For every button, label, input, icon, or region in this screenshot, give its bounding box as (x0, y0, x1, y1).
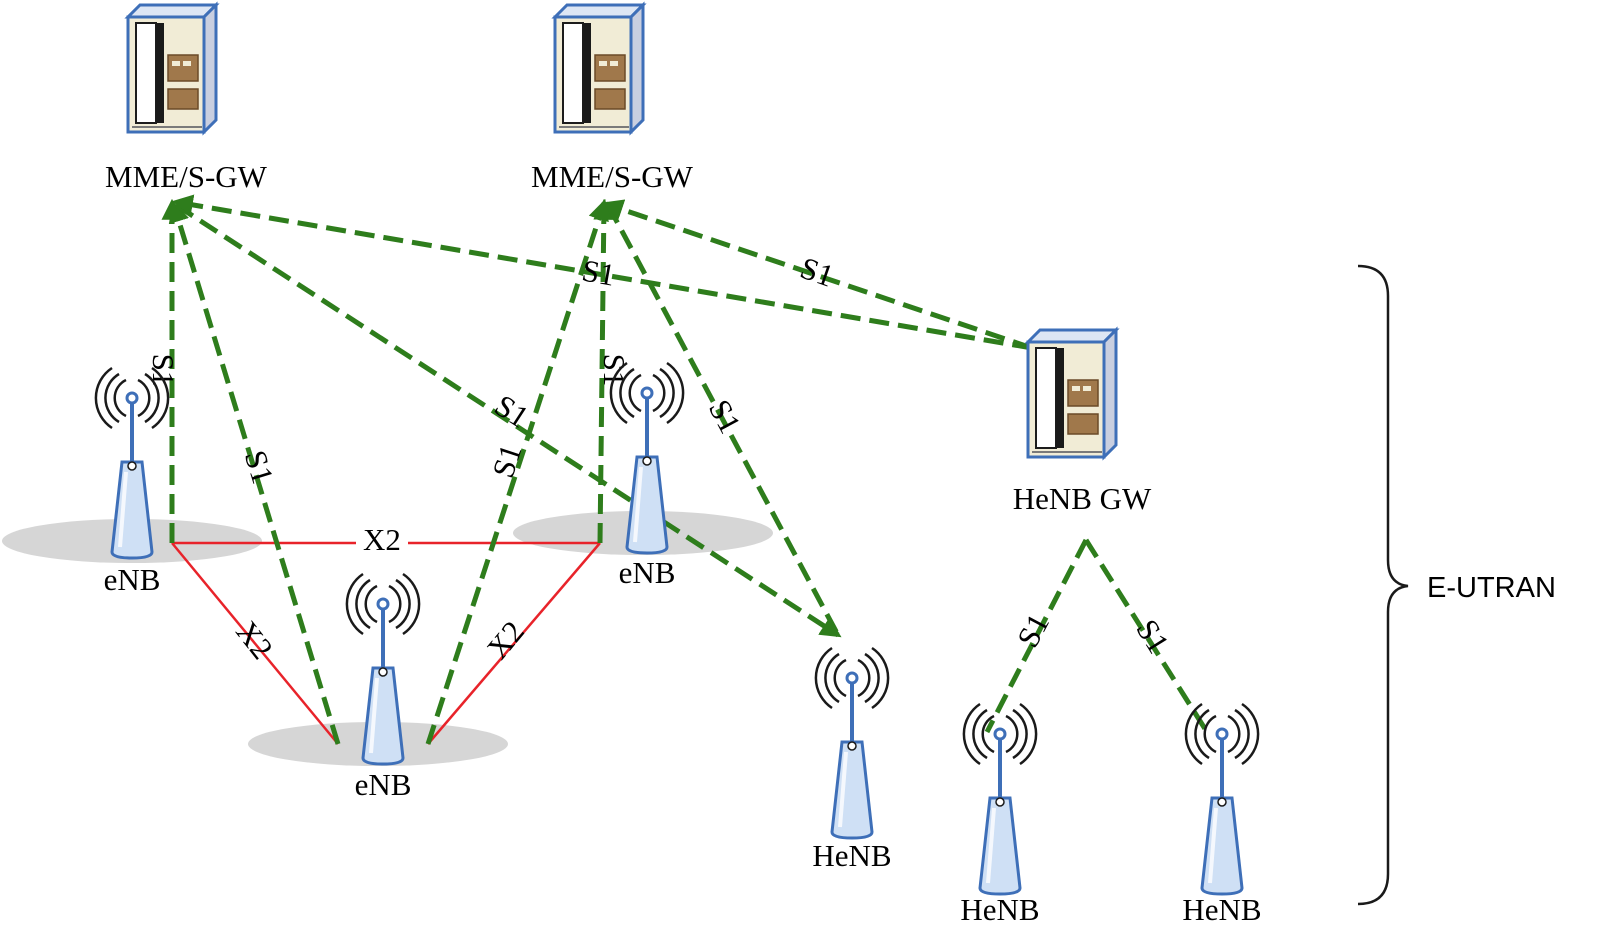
s1-label-mme1-enb3: S1 (238, 446, 281, 488)
mme-sgw-1-label: MME/S-GW (105, 159, 268, 194)
s1-link-mme1-enb3 (168, 200, 341, 745)
antenna-tower-icon (813, 646, 891, 840)
x2-label-background (356, 525, 408, 559)
enb-3-label: eNB (355, 767, 412, 802)
henb-2-label: HeNB (960, 892, 1039, 927)
mme-sgw-2-label: MME/S-GW (531, 159, 694, 194)
server-icon (553, 3, 645, 134)
mme-sgw-2: MME/S-GW (531, 3, 694, 194)
henb-3: HeNB (1182, 702, 1262, 927)
curly-brace-icon (1357, 264, 1409, 906)
link-labels: S1 S1 S1 S1 S1 S1 S1 S1 S1 S1 X2 X2 X2 (146, 250, 1177, 666)
x2-link-enb1-enb3 (171, 542, 339, 745)
x2-link-enb2-enb3 (427, 542, 601, 745)
s1-links (161, 194, 1210, 745)
s1-label-henbgw-henb2: S1 (1010, 608, 1056, 653)
x2-label-enb1-enb2: X2 (363, 522, 401, 557)
henb-gw: HeNB GW (1013, 328, 1152, 516)
s1-link-mme2-henb (605, 203, 841, 637)
henb-1: HeNB (812, 646, 892, 873)
s1-link-mme2-enb3 (425, 199, 609, 745)
s1-link-mme2-henbgw (602, 199, 1033, 351)
henb-gw-label: HeNB GW (1013, 481, 1152, 516)
s1-label-mme1-henb: S1 (489, 388, 536, 435)
server-icon (1026, 328, 1118, 459)
enb-1: eNB (93, 366, 171, 597)
enb-2-label: eNB (619, 555, 676, 590)
s1-link-henbgw-henb3 (1083, 538, 1210, 734)
s1-label-mme2-enb2: S1 (597, 354, 632, 387)
enb-1-label: eNB (104, 562, 161, 597)
s1-label-mme2-enb3: S1 (485, 440, 528, 482)
x2-label-enb2-enb3: X2 (480, 614, 531, 666)
antenna-tower-icon (961, 702, 1039, 896)
henb-1-label: HeNB (812, 838, 891, 873)
henb-3-label: HeNB (1182, 892, 1261, 927)
henb-2: HeNB (960, 702, 1040, 927)
s1-label-mme2-henbgw: S1 (796, 250, 838, 294)
enb-2: eNB (608, 361, 686, 590)
s1-label-mme2-henb: S1 (702, 394, 748, 439)
s1-link-mme1-henb (174, 202, 842, 638)
s1-label-mme1-henbgw: S1 (579, 253, 617, 293)
antenna-tower-icon (1183, 702, 1261, 896)
enb-3: eNB (344, 572, 422, 802)
mme-sgw-1: MME/S-GW (105, 3, 268, 194)
e-utran-label: E-UTRAN (1427, 572, 1556, 604)
e-utran-region: E-UTRAN (1357, 264, 1556, 906)
s1-link-henbgw-henb2 (984, 538, 1089, 734)
server-icon (126, 3, 218, 134)
